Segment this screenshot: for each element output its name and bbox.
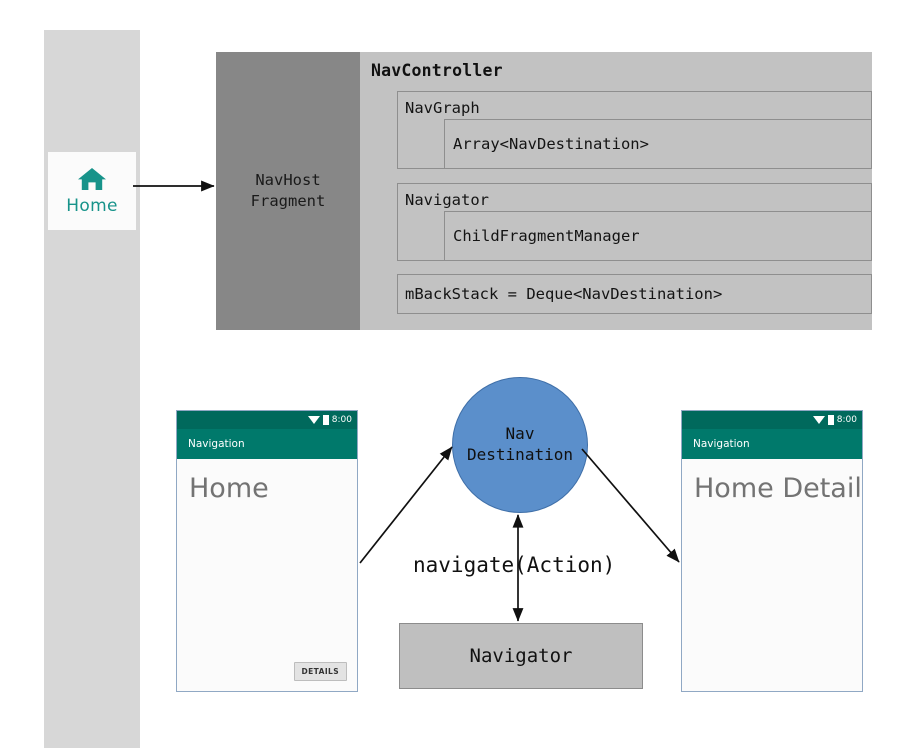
phone-toolbar-title-left: Navigation bbox=[188, 438, 245, 450]
phone-content-right: Home Detail bbox=[682, 459, 862, 691]
nav-destination-node: Nav Destination bbox=[452, 377, 588, 513]
phone-content-left: Home DETAILS bbox=[177, 459, 357, 691]
mbackstack-label: mBackStack = Deque<NavDestination> bbox=[405, 285, 723, 303]
phone-status-bar-left: 8:00 bbox=[177, 411, 357, 429]
phone-mockup-home-detail: 8:00 Navigation Home Detail bbox=[681, 410, 863, 692]
childfragmentmanager-band bbox=[444, 211, 872, 261]
phone-toolbar-right: Navigation bbox=[682, 429, 862, 459]
battery-icon bbox=[827, 415, 834, 425]
home-icon bbox=[77, 166, 107, 192]
sidebar-item-home[interactable]: Home bbox=[48, 152, 136, 230]
phone-toolbar-title-right: Navigation bbox=[693, 438, 750, 450]
navcontroller-panel: NavController NavGraph Array<NavDestinat… bbox=[360, 52, 872, 330]
status-time-right: 8:00 bbox=[836, 415, 857, 425]
phone-mockup-home: 8:00 Navigation Home DETAILS bbox=[176, 410, 358, 692]
navgraph-label: NavGraph bbox=[405, 99, 480, 117]
childfragmentmanager-label: ChildFragmentManager bbox=[453, 227, 640, 245]
wifi-icon bbox=[812, 416, 825, 424]
details-button[interactable]: DETAILS bbox=[293, 662, 347, 681]
wifi-icon bbox=[307, 416, 320, 424]
navcontroller-title: NavController bbox=[371, 61, 503, 80]
status-time-left: 8:00 bbox=[331, 415, 352, 425]
battery-icon bbox=[322, 415, 329, 425]
arrow-homescreen-to-navdestination bbox=[359, 446, 453, 564]
navhost-fragment-label: NavHost Fragment bbox=[250, 171, 326, 210]
navigator-box: Navigator bbox=[399, 623, 643, 689]
sidebar-item-home-label: Home bbox=[66, 196, 118, 216]
phone-heading-home-detail: Home Detail bbox=[694, 473, 862, 504]
navigator-box-label: Navigator bbox=[469, 645, 573, 667]
mbackstack-band bbox=[397, 274, 872, 314]
phone-heading-home: Home bbox=[189, 473, 269, 504]
arrow-navdestination-to-detailscreen bbox=[581, 448, 680, 563]
app-navigation-rail: Home bbox=[44, 30, 140, 748]
array-navdestination-label: Array<NavDestination> bbox=[453, 135, 649, 153]
navigate-action-label: navigate(Action) bbox=[413, 553, 616, 577]
nav-destination-label: Nav Destination bbox=[467, 424, 573, 464]
phone-toolbar-left: Navigation bbox=[177, 429, 357, 459]
array-navdestination-band bbox=[444, 119, 872, 169]
navigator-label: Navigator bbox=[405, 191, 489, 209]
navhost-fragment-block: NavHost Fragment bbox=[216, 52, 360, 330]
phone-status-bar-right: 8:00 bbox=[682, 411, 862, 429]
